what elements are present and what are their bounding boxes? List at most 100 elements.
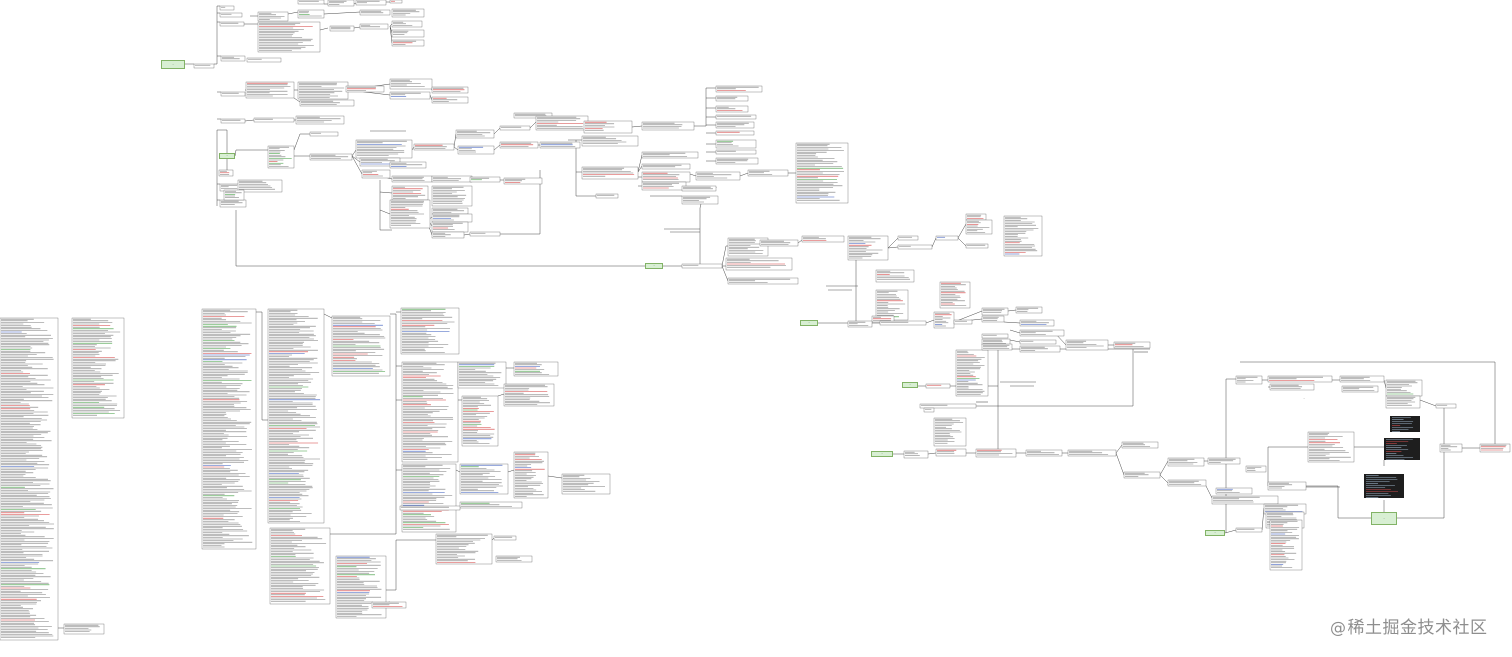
connector-line [568,139,596,197]
note-box [715,85,763,93]
topic-node[interactable]: · [1371,512,1397,525]
note-box [253,117,295,123]
connector-line [244,119,255,122]
connector-line [739,172,749,177]
connector-line [429,94,433,101]
note-box [309,131,339,137]
note-box [1215,487,1253,495]
topic-node-label: · [226,154,228,158]
topic-node[interactable]: · [161,60,185,69]
note-box [220,55,246,62]
note-box [399,505,461,511]
topic-node[interactable]: · [219,153,235,159]
connector-line [1240,361,1496,444]
note-box [715,149,757,155]
note-box [879,320,927,326]
note-box [1019,339,1057,345]
connector-line [529,121,537,129]
note-box [981,333,1009,339]
note-box [401,361,459,463]
note-box [935,235,959,241]
watermark: @稀土掘金技术社区 [1330,616,1506,640]
note-box [355,0,387,6]
note-box [1267,481,1307,491]
note-box [391,29,425,38]
connector-line [699,199,703,266]
connector-line [386,540,397,591]
connector-line [351,149,357,157]
topic-node[interactable]: · [871,451,893,457]
note-box [715,139,757,149]
connector-line [848,257,857,324]
note-box [747,169,789,177]
topic-node[interactable]: · [902,382,918,388]
note-box [63,623,105,635]
watermark-at-sign: @ [1330,618,1347,637]
connector-line [631,125,643,128]
note-box [847,235,889,261]
connector-line [887,237,899,249]
note-box [359,23,389,30]
connector-line [293,97,301,103]
connector-line [1009,339,1021,343]
note-box [897,235,919,241]
connector-line [455,469,461,473]
note-box [220,91,246,97]
note-box [1267,375,1333,383]
note-box [400,307,460,355]
connector-line [1003,321,1021,324]
note-box [641,163,691,170]
connector-line [287,11,299,15]
note-box [695,171,741,181]
connector-line [507,469,515,473]
note-box [903,450,929,459]
connector-line [1159,474,1169,484]
connector-line [453,133,457,148]
note-box [1435,403,1457,409]
note-box [925,383,951,389]
connector-line [379,180,392,231]
note-box [1235,375,1263,385]
note-box [503,177,543,185]
terminal-screenshot [1364,474,1404,498]
connector-line [1224,529,1237,534]
note-box [391,20,423,28]
note-box [535,115,589,131]
topic-node[interactable]: · [645,263,663,269]
note-box [681,185,717,192]
connector-line [491,537,495,541]
connector-line [637,165,643,173]
note-box [219,21,245,27]
note-box [933,311,955,329]
note-box [219,12,243,18]
connector-line [1115,452,1125,476]
connector-line [1007,309,1017,312]
note-box [193,63,215,69]
note-box [295,115,345,125]
note-box [220,118,246,124]
connector-line [887,246,899,249]
connector-line [453,146,459,151]
connector-line [353,2,357,5]
topic-node[interactable]: · [1303,398,1305,399]
note-box [847,320,873,328]
connector-line [293,133,310,151]
note-box [935,448,967,457]
note-box [1341,385,1379,393]
connector-line [721,265,729,282]
note-box [246,57,282,63]
connector-line [637,154,643,173]
note-box [641,121,695,131]
connector-line [925,319,935,324]
connector-line [1115,444,1123,454]
connector-line [1159,460,1169,476]
topic-node[interactable]: · [800,320,818,326]
connector-line [319,27,329,31]
connector-line [234,149,268,157]
connector-line [927,452,937,455]
note-box [513,361,559,377]
connector-line [411,146,415,151]
topic-node[interactable]: · [1205,530,1225,536]
note-boxes [0,0,1511,641]
